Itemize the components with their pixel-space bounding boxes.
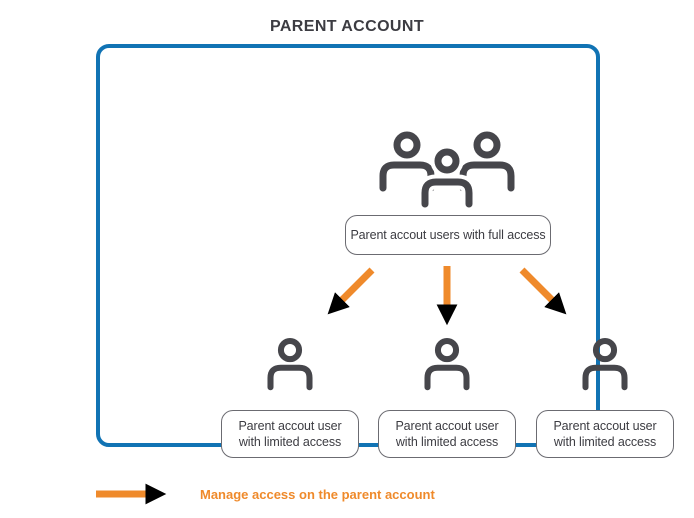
parent-account-box: Parent accout users with full access Par… (96, 44, 674, 458)
arrow-down-right-icon (519, 267, 567, 315)
user-icon (421, 337, 473, 391)
arrow-down-icon (436, 266, 458, 326)
limited-access-label: Parent accout user with limited access (536, 410, 674, 458)
limited-access-label: Parent accout user with limited access (221, 410, 359, 458)
arrow-right-icon (96, 483, 167, 505)
legend: Manage access on the parent account (0, 470, 694, 518)
arrow-down-left-icon (327, 267, 375, 315)
user-icon (264, 337, 316, 391)
full-access-label: Parent accout users with full access (345, 215, 551, 255)
limited-access-label: Parent accout user with limited access (378, 410, 516, 458)
page-title: PARENT ACCOUNT (269, 18, 425, 35)
legend-text: Manage access on the parent account (200, 487, 435, 502)
user-icon (579, 337, 631, 391)
users-group-icon (367, 130, 527, 208)
